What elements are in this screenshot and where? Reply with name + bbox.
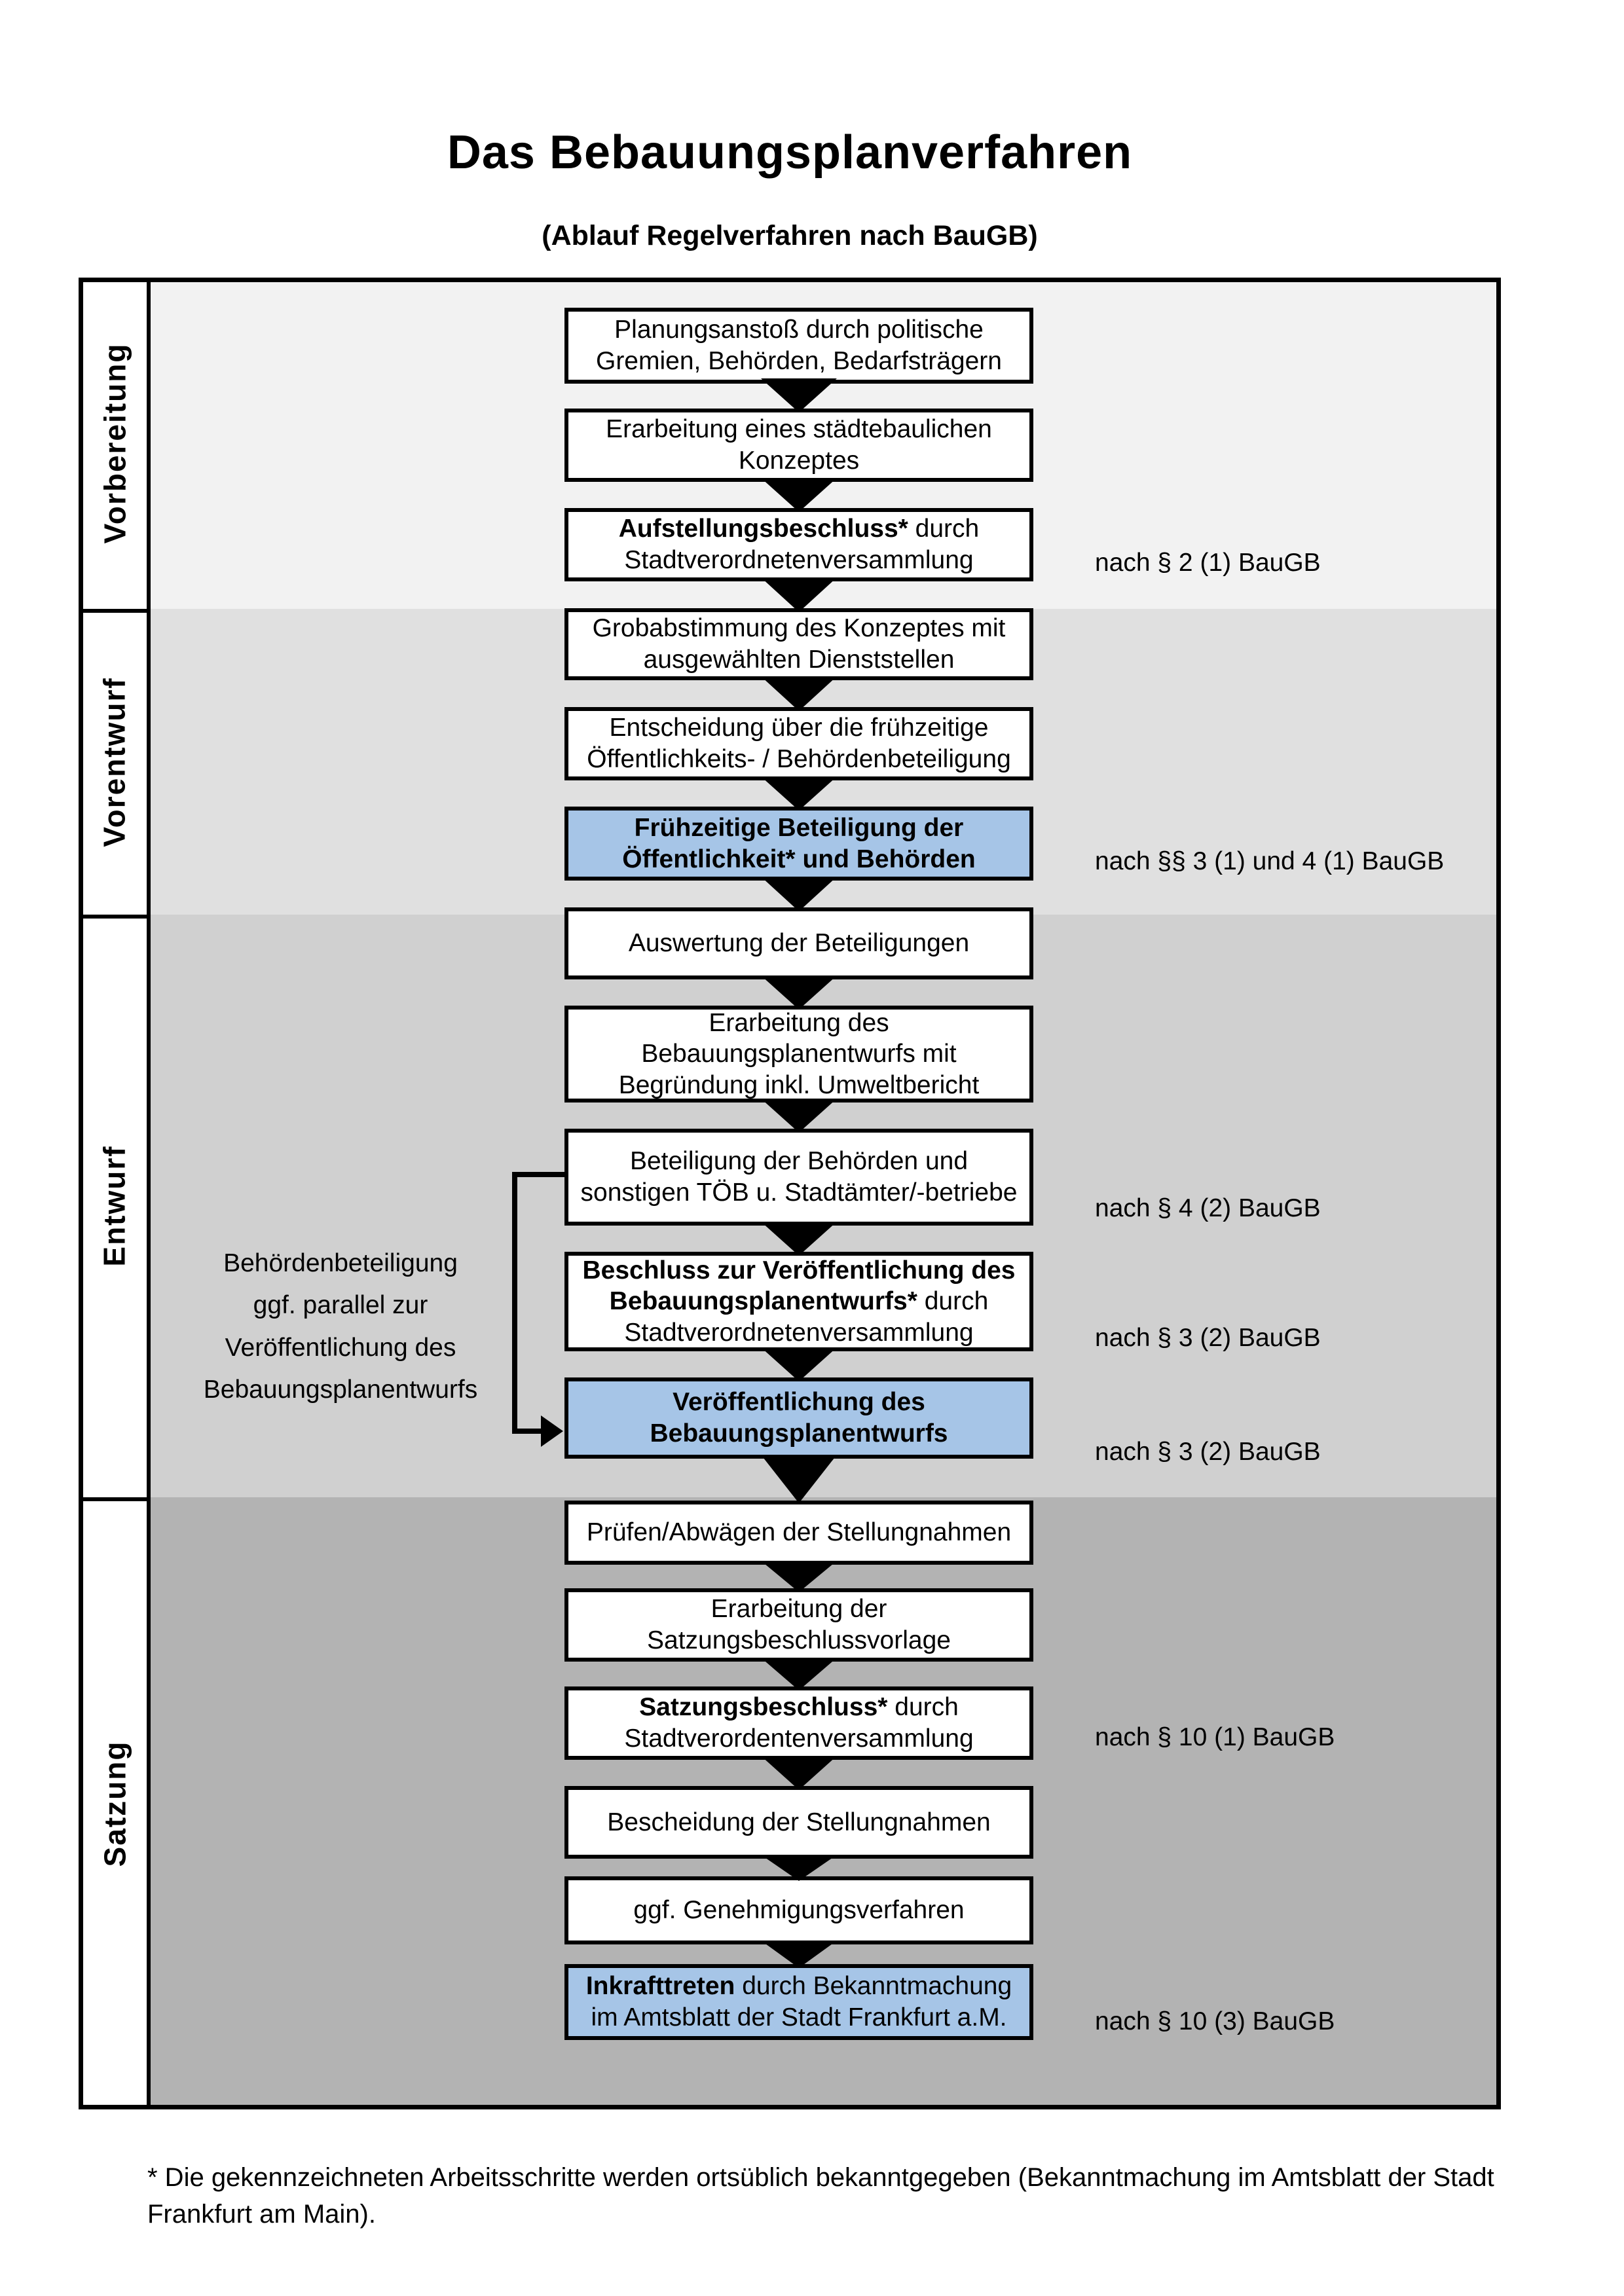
footnote: * Die gekennzeichneten Arbeitsschritte w… (147, 2163, 1494, 2229)
phase-cell-vorentwurf: Vorentwurf (79, 609, 151, 915)
phase-separator-3 (79, 1497, 151, 1501)
flow-box-text: Inkrafttreten durch Bekanntmachung im Am… (585, 1972, 1012, 2032)
flow-arrow-down-icon (761, 776, 837, 811)
flow-box-entscheidung-beteiligung: Entscheidung über die frühzeitige Öffent… (564, 707, 1033, 780)
flow-arrow-down-icon (761, 1658, 837, 1690)
legal-ref-inkrafttreten: nach § 10 (3) BauGB (1095, 2007, 1335, 2035)
phase-label-entwurf: Entwurf (98, 1145, 132, 1267)
phase-cell-entwurf: Entwurf (79, 915, 151, 1497)
legal-ref-beschluss-veroeffentlichung: nach § 3 (2) BauGB (1095, 1324, 1321, 1352)
phase-label-vorentwurf: Vorentwurf (98, 676, 132, 847)
flow-box-satzungsbeschlussvorlage: Erarbeitung der Satzungsbeschlussvorlage (564, 1588, 1033, 1662)
flow-box-beschluss-veroeffentlichung: Beschluss zur Veröffentlichung des Bebau… (564, 1252, 1033, 1351)
flow-box-aufstellungsbeschluss: Aufstellungsbeschluss* durch Stadtverord… (564, 508, 1033, 581)
connector-arrowhead-right-icon (541, 1415, 563, 1447)
connector-vertical-line (512, 1172, 517, 1434)
flow-box-text: Entscheidung über die frühzeitige Öffent… (587, 714, 1011, 773)
flow-box-grobabstimmung: Grobabstimmung des Konzeptes mit ausgewä… (564, 608, 1033, 680)
flow-box-text: Beteiligung der Behörden und sonstigen T… (580, 1147, 1018, 1207)
flow-box-staedtebauliches-konzept: Erarbeitung eines städtebaulichen Konzep… (564, 409, 1033, 482)
flow-box-fruehzeitige-beteiligung: Frühzeitige Beteiligung der Öffentlichke… (564, 807, 1033, 881)
legal-ref-beteiligung-behoerden: nach § 4 (2) BauGB (1095, 1194, 1321, 1222)
phase-separator-1 (79, 609, 151, 613)
flow-box-inkrafttreten: Inkrafttreten durch Bekanntmachung im Am… (564, 1964, 1033, 2040)
flow-arrow-down-icon (761, 378, 837, 412)
flow-arrow-down-icon (761, 577, 837, 612)
flow-arrow-down-icon (761, 676, 837, 711)
phase-label-vorbereitung: Vorbereitung (98, 342, 132, 544)
phase-separator-2 (79, 915, 151, 919)
flow-arrow-down-icon (761, 1222, 837, 1256)
flow-box-text: Beschluss zur Veröffentlichung des Bebau… (582, 1256, 1016, 1347)
flow-box-planungsanstoss: Planungsanstoß durch politische Gremien,… (564, 308, 1033, 384)
flow-arrow-down-icon (761, 1941, 837, 1968)
flow-box-text: Satzungsbeschluss* durch Stadtverordente… (624, 1693, 974, 1753)
side-note-behoerdenbeteiligung: Behördenbeteiligung ggf. parallel zur Ve… (203, 1249, 478, 1404)
flow-arrow-down-icon (761, 975, 837, 1010)
flow-box-erarbeitung-entwurf: Erarbeitung des Bebauungsplanentwurfs mi… (564, 1006, 1033, 1102)
phase-label-satzung: Satzung (98, 1740, 132, 1867)
flow-arrow-down-icon (761, 1756, 837, 1790)
flow-box-text: Bescheidung der Stellungnahmen (607, 1808, 991, 1836)
flow-box-beteiligung-behoerden: Beteiligung der Behörden und sonstigen T… (564, 1129, 1033, 1226)
flow-arrow-down-icon (761, 1099, 837, 1133)
connector-stub-bottom (512, 1429, 544, 1434)
flow-arrow-down-icon (761, 1561, 837, 1592)
flow-box-text: Planungsanstoß durch politische Gremien,… (595, 316, 1002, 375)
phase-label-column (79, 278, 151, 2109)
flow-arrow-down-icon (761, 877, 837, 911)
legal-ref-veroeffentlichung: nach § 3 (2) BauGB (1095, 1438, 1321, 1466)
phase-cell-vorbereitung: Vorbereitung (79, 278, 151, 609)
legal-ref-fruehzeitige-beteiligung: nach §§ 3 (1) und 4 (1) BauGB (1095, 847, 1445, 875)
flow-box-pruefen-abwaegen: Prüfen/Abwägen der Stellungnahmen (564, 1501, 1033, 1565)
flow-arrow-down-icon (761, 1455, 837, 1503)
flow-box-text: Frühzeitige Beteiligung der Öffentlichke… (622, 813, 976, 873)
connector-stub-top (512, 1172, 564, 1177)
flow-box-satzungsbeschluss: Satzungsbeschluss* durch Stadtverordente… (564, 1686, 1033, 1760)
legal-ref-aufstellungsbeschluss: nach § 2 (1) BauGB (1095, 549, 1321, 577)
flow-box-text: Auswertung der Beteiligungen (628, 929, 970, 958)
legal-ref-satzungsbeschluss: nach § 10 (1) BauGB (1095, 1723, 1335, 1751)
flow-box-text: Erarbeitung der Satzungsbeschlussvorlage (647, 1595, 951, 1654)
flow-box-bescheidung: Bescheidung der Stellungnahmen (564, 1786, 1033, 1859)
flow-box-auswertung: Auswertung der Beteiligungen (564, 907, 1033, 979)
flow-box-text: Aufstellungsbeschluss* durch Stadtverord… (618, 515, 980, 574)
flow-box-veroeffentlichung: Veröffentlichung des Bebauungsplanentwur… (564, 1377, 1033, 1459)
flow-arrow-down-icon (761, 1855, 837, 1881)
flow-box-genehmigungsverfahren: ggf. Genehmigungsverfahren (564, 1876, 1033, 1944)
flow-box-text: Grobabstimmung des Konzeptes mit ausgewä… (592, 614, 1006, 674)
flow-box-text: Veröffentlichung des Bebauungsplanentwur… (650, 1388, 948, 1448)
flow-box-text: Erarbeitung des Bebauungsplanentwurfs mi… (618, 1008, 980, 1099)
flow-box-text: Prüfen/Abwägen der Stellungnahmen (586, 1518, 1012, 1547)
flow-arrow-down-icon (761, 478, 837, 512)
page-title: Das Bebauungsplanverfahren (447, 126, 1133, 179)
phase-cell-satzung: Satzung (79, 1497, 151, 2109)
page-subtitle: (Ablauf Regelverfahren nach BauGB) (542, 220, 1038, 251)
flow-box-text: ggf. Genehmigungsverfahren (633, 1896, 965, 1925)
flow-arrow-down-icon (761, 1347, 837, 1381)
flow-box-text: Erarbeitung eines städtebaulichen Konzep… (606, 415, 992, 475)
